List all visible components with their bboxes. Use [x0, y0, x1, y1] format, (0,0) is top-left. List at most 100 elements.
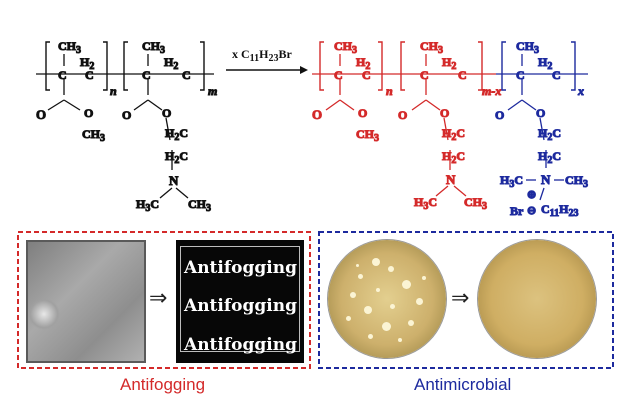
bond-6 — [63, 99, 81, 111]
c-label: C — [58, 68, 67, 82]
product-blue-segment: CH3 C H2 C x O O H2C H2C H3C N CH3 ⊕ ⊖ B… — [495, 39, 589, 220]
c11h23-label: C11H23 — [541, 202, 578, 219]
bracket-1-left — [45, 41, 50, 91]
repeat-m-x-label: m-x — [482, 84, 501, 98]
c-label: C — [552, 68, 561, 82]
bond-31 — [507, 99, 523, 111]
h2c-label: H2C — [442, 149, 465, 166]
bond-27 — [453, 185, 467, 197]
repeat-m-label: m — [208, 84, 217, 98]
amine-n-label: N — [169, 173, 179, 188]
hollow-arrow-icon: ⇒ — [451, 286, 470, 311]
reagent-label: x C11H23Br — [232, 47, 292, 64]
ch3-label: CH3 — [82, 127, 105, 144]
negative-charge-icon: ⊖ — [527, 205, 536, 217]
c-label: C — [516, 68, 525, 82]
bromide-label: Br — [510, 204, 524, 218]
bond-11 — [159, 187, 173, 199]
c-label: C — [142, 68, 151, 82]
bracket-2-right — [200, 41, 205, 91]
bond-24 — [443, 117, 449, 141]
bracket-5-left — [501, 41, 506, 91]
bond-23 — [425, 99, 441, 111]
amine-n-label: N — [446, 172, 456, 187]
o-ester-label: O — [84, 106, 93, 120]
bacteria-colony — [398, 338, 402, 342]
reaction-arrow: x C11H23Br — [226, 47, 308, 74]
bond-33 — [539, 117, 545, 141]
ch3-label: CH3 — [58, 39, 81, 56]
bond-5 — [47, 99, 65, 111]
positive-charge-icon: ⊕ — [527, 189, 536, 201]
ch3-label: CH3 — [142, 39, 165, 56]
bond-9 — [165, 117, 171, 141]
bond-14 — [300, 66, 308, 74]
bacteria-colony — [368, 334, 373, 339]
h3c-label: H3C — [414, 195, 437, 212]
product-red-segments: CH3 C H2 C n O O CH3 CH3 C H2 C m-x O O … — [312, 39, 502, 213]
bond-7 — [133, 99, 149, 111]
o-double-label: O — [122, 108, 131, 122]
bond-22 — [411, 99, 427, 111]
glass-text-2: Antifogging — [184, 296, 297, 316]
h2c-label: H2C — [538, 126, 561, 143]
ch3-label: CH3 — [356, 127, 379, 144]
petri-dish-clear — [478, 240, 596, 358]
fog-smudge — [28, 298, 60, 330]
o-double-label: O — [495, 108, 504, 122]
bacteria-colony — [416, 298, 423, 305]
clear-glass-photo: Antifogging Antifogging Antifogging — [176, 240, 304, 363]
c-label: C — [362, 68, 371, 82]
o-double-label: O — [398, 108, 407, 122]
bacteria-colony — [376, 288, 380, 292]
repeat-n-label: n — [386, 84, 393, 98]
c-label: C — [334, 68, 343, 82]
bacteria-colony — [346, 316, 351, 321]
bracket-1-right — [103, 41, 108, 91]
glass-pane-outline — [180, 246, 300, 352]
bacteria-colony — [402, 280, 411, 289]
bracket-4-left — [400, 41, 405, 91]
bacteria-colony — [364, 306, 372, 314]
bracket-2-left — [123, 41, 128, 91]
hollow-arrow-icon: ⇒ — [149, 286, 168, 311]
antimicrobial-label: Antimicrobial — [414, 375, 512, 394]
o-ester-label: O — [162, 106, 171, 120]
ch3-label: CH3 — [565, 173, 588, 190]
o-ester-label: O — [536, 106, 545, 120]
ch3-label: CH3 — [334, 39, 357, 56]
h2c-label: H2C — [165, 126, 188, 143]
bracket-5-right — [571, 41, 576, 91]
h2c-label: H2C — [442, 126, 465, 143]
o-double-label: O — [312, 107, 322, 122]
glass-text-1: Antifogging — [184, 258, 297, 278]
bacteria-colony — [356, 264, 359, 267]
bracket-4-right — [478, 41, 483, 91]
fogged-glass-photo — [26, 240, 146, 363]
c-label: C — [420, 68, 429, 82]
repeat-n-label: n — [110, 84, 117, 98]
ch3-label: CH3 — [516, 39, 539, 56]
repeat-x-label: x — [577, 84, 584, 98]
h2-label: H2 — [164, 55, 178, 72]
ch3-label: CH3 — [420, 39, 443, 56]
h2-label: H2 — [442, 55, 456, 72]
h3c-label: H3C — [136, 197, 159, 214]
bond-26 — [435, 185, 449, 197]
bond-37 — [539, 187, 545, 201]
reactant-polymer: CH3 C H2 C n O O CH3 CH3 C H2 C m O O H2… — [36, 39, 218, 215]
h2c-label: H2C — [538, 149, 561, 166]
reaction-scheme: CH3 C H2 C n O O CH3 CH3 C H2 C m O O H2… — [36, 39, 589, 220]
bacteria-colony — [388, 266, 394, 272]
o-double-label: O — [36, 107, 46, 122]
o-ester-label: O — [358, 106, 367, 120]
c-label: C — [458, 68, 467, 82]
bacteria-colony — [350, 292, 356, 298]
antifogging-label: Antifogging — [120, 375, 206, 394]
bracket-3-left — [319, 41, 324, 91]
quaternary-n-label: N — [541, 172, 551, 187]
ch3-label: CH3 — [188, 197, 211, 214]
bond-32 — [521, 99, 537, 111]
bacteria-colony — [422, 276, 426, 280]
